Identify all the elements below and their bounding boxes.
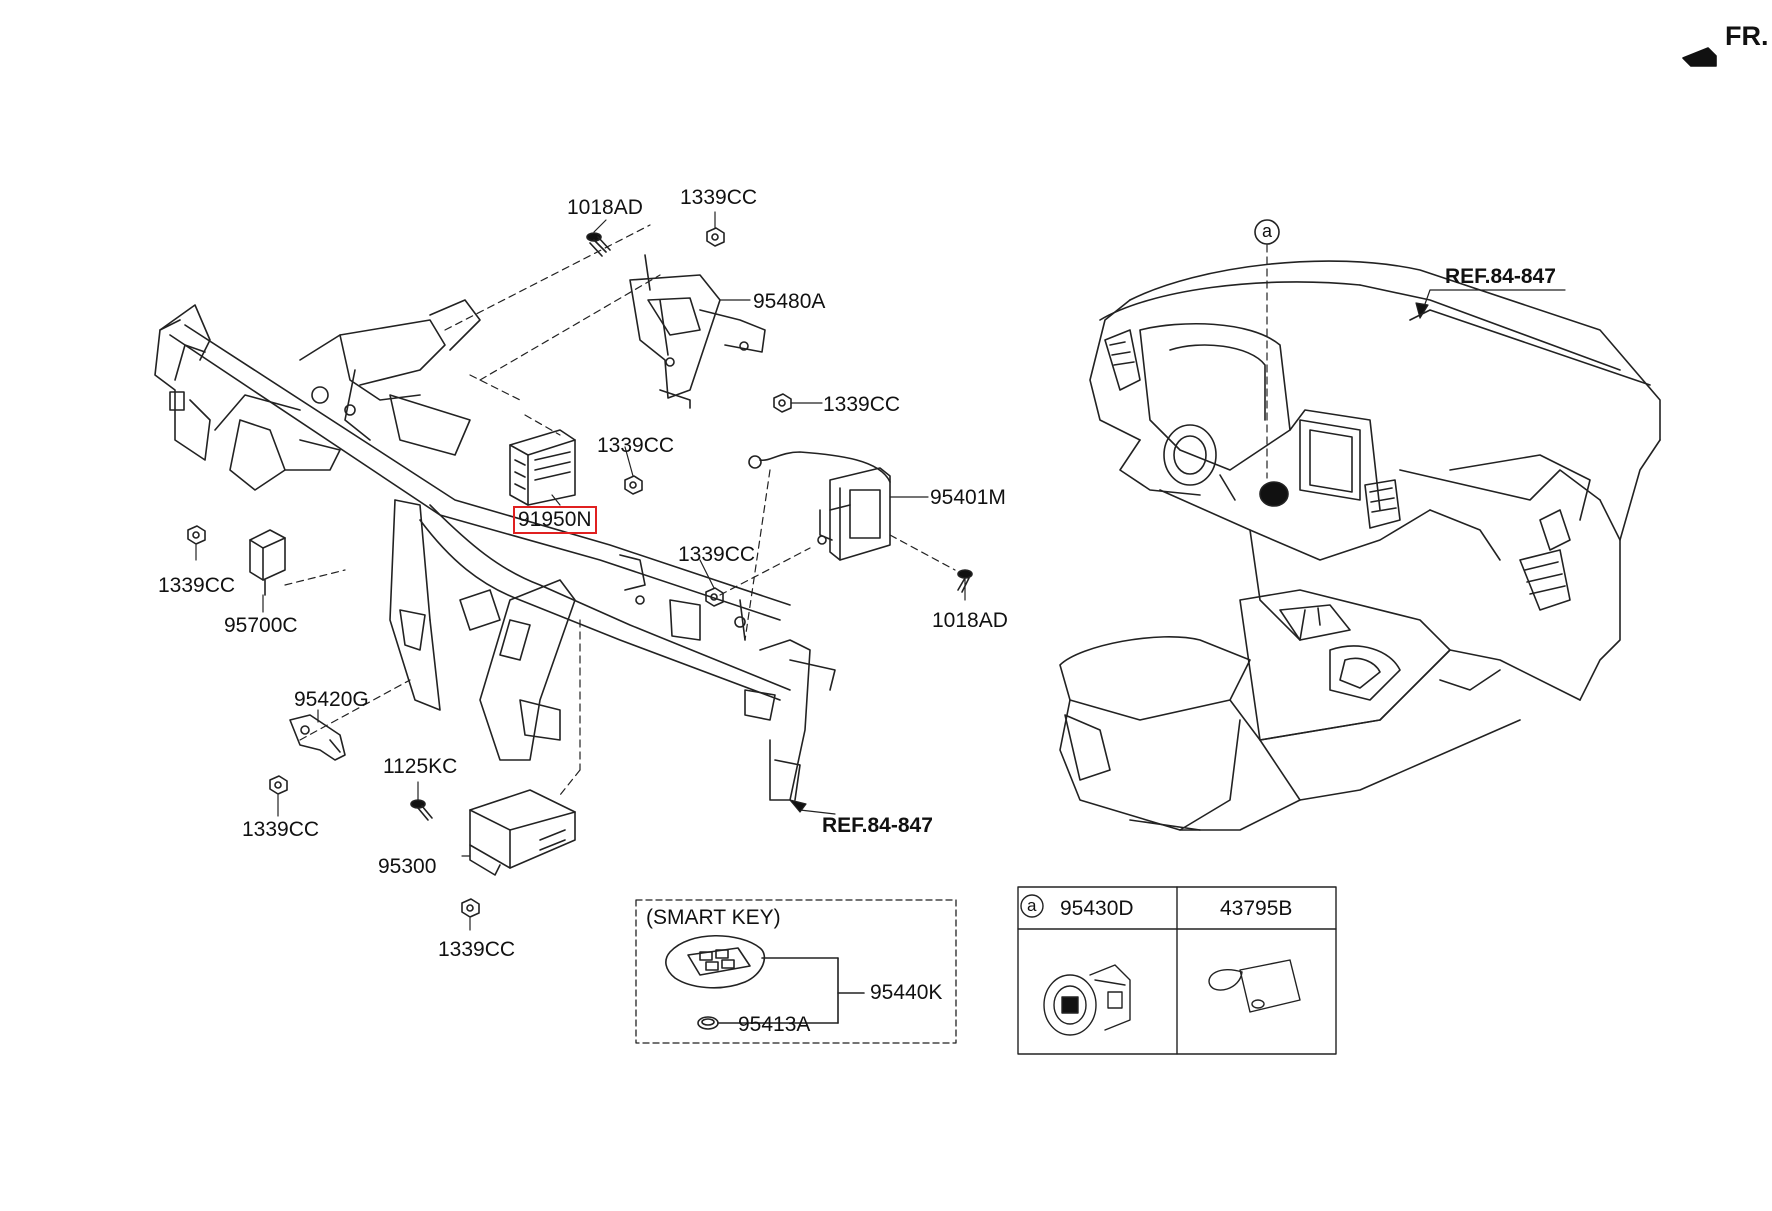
part-label-1339cc-mid[interactable]: 1339CC [597, 434, 675, 457]
smart-key-box [635, 899, 957, 1044]
part-label-95700c[interactable]: 95700C [224, 614, 298, 637]
part-label-1339cc-low[interactable]: 1339CC [242, 818, 320, 841]
start-switch-95430d [1043, 964, 1131, 1036]
parts-table [1017, 886, 1337, 1055]
leader-lines [195, 211, 1566, 931]
part-label-1018ad-right[interactable]: 1018AD [932, 609, 1008, 632]
module-91950n [509, 429, 576, 506]
module-95700c [249, 529, 286, 596]
fastener-1339cc-bottom [461, 898, 480, 918]
tag-43795b [1208, 959, 1301, 1013]
part-label-1339cc-center[interactable]: 1339CC [678, 543, 756, 566]
fastener-1339cc-low [269, 775, 288, 795]
part-label-95401m[interactable]: 95401M [930, 486, 1006, 509]
part-label-1125kc[interactable]: 1125KC [383, 755, 458, 778]
part-label-95430d[interactable]: 95430D [1060, 897, 1134, 920]
fastener-1018ad-top [586, 232, 611, 257]
front-direction-label: FR. [1725, 21, 1769, 51]
fastener-1339cc-center [705, 587, 724, 607]
part-label-95440k[interactable]: 95440K [870, 981, 943, 1004]
callout-a-circle [1254, 219, 1280, 245]
part-label-1339cc-top[interactable]: 1339CC [680, 186, 758, 209]
part-label-95420g[interactable]: 95420G [294, 688, 369, 711]
fastener-1125kc [410, 799, 433, 821]
part-label-95413a[interactable]: 95413A [738, 1013, 811, 1036]
crash-pad-carrier-frame [154, 299, 836, 801]
fastener-1339cc-mid [624, 475, 643, 495]
fastener-1339cc-top [706, 227, 725, 247]
ref-label-right[interactable]: REF.84-847 [1445, 265, 1556, 288]
part-label-95300[interactable]: 95300 [378, 855, 437, 878]
part-label-95480a[interactable]: 95480A [753, 290, 826, 313]
dashed-connection-lines [284, 224, 1268, 796]
module-95401m [748, 451, 891, 561]
module-95420g [289, 714, 346, 761]
part-label-1018ad-top[interactable]: 1018AD [567, 196, 643, 219]
dashboard-illustration [1059, 260, 1661, 831]
fastener-1018ad-right [957, 569, 973, 593]
part-label-91950n-highlighted[interactable]: 91950N [513, 506, 597, 534]
module-95300 [469, 789, 576, 876]
callout-a-label: a [1262, 221, 1273, 241]
part-label-1339cc-nut[interactable]: 1339CC [823, 393, 901, 416]
table-marker-a: a [1027, 896, 1037, 915]
part-label-43795b[interactable]: 43795B [1220, 897, 1293, 920]
fastener-1339cc-nut [773, 393, 792, 413]
front-arrow-icon [1682, 47, 1717, 67]
part-label-1339cc-bottom[interactable]: 1339CC [438, 938, 516, 961]
bracket-95480a [629, 254, 766, 409]
ref-label-left[interactable]: REF.84-847 [822, 814, 933, 837]
fastener-1339cc-left [187, 525, 206, 545]
part-label-1339cc-left[interactable]: 1339CC [158, 574, 236, 597]
smart-key-title: (SMART KEY) [646, 906, 781, 929]
